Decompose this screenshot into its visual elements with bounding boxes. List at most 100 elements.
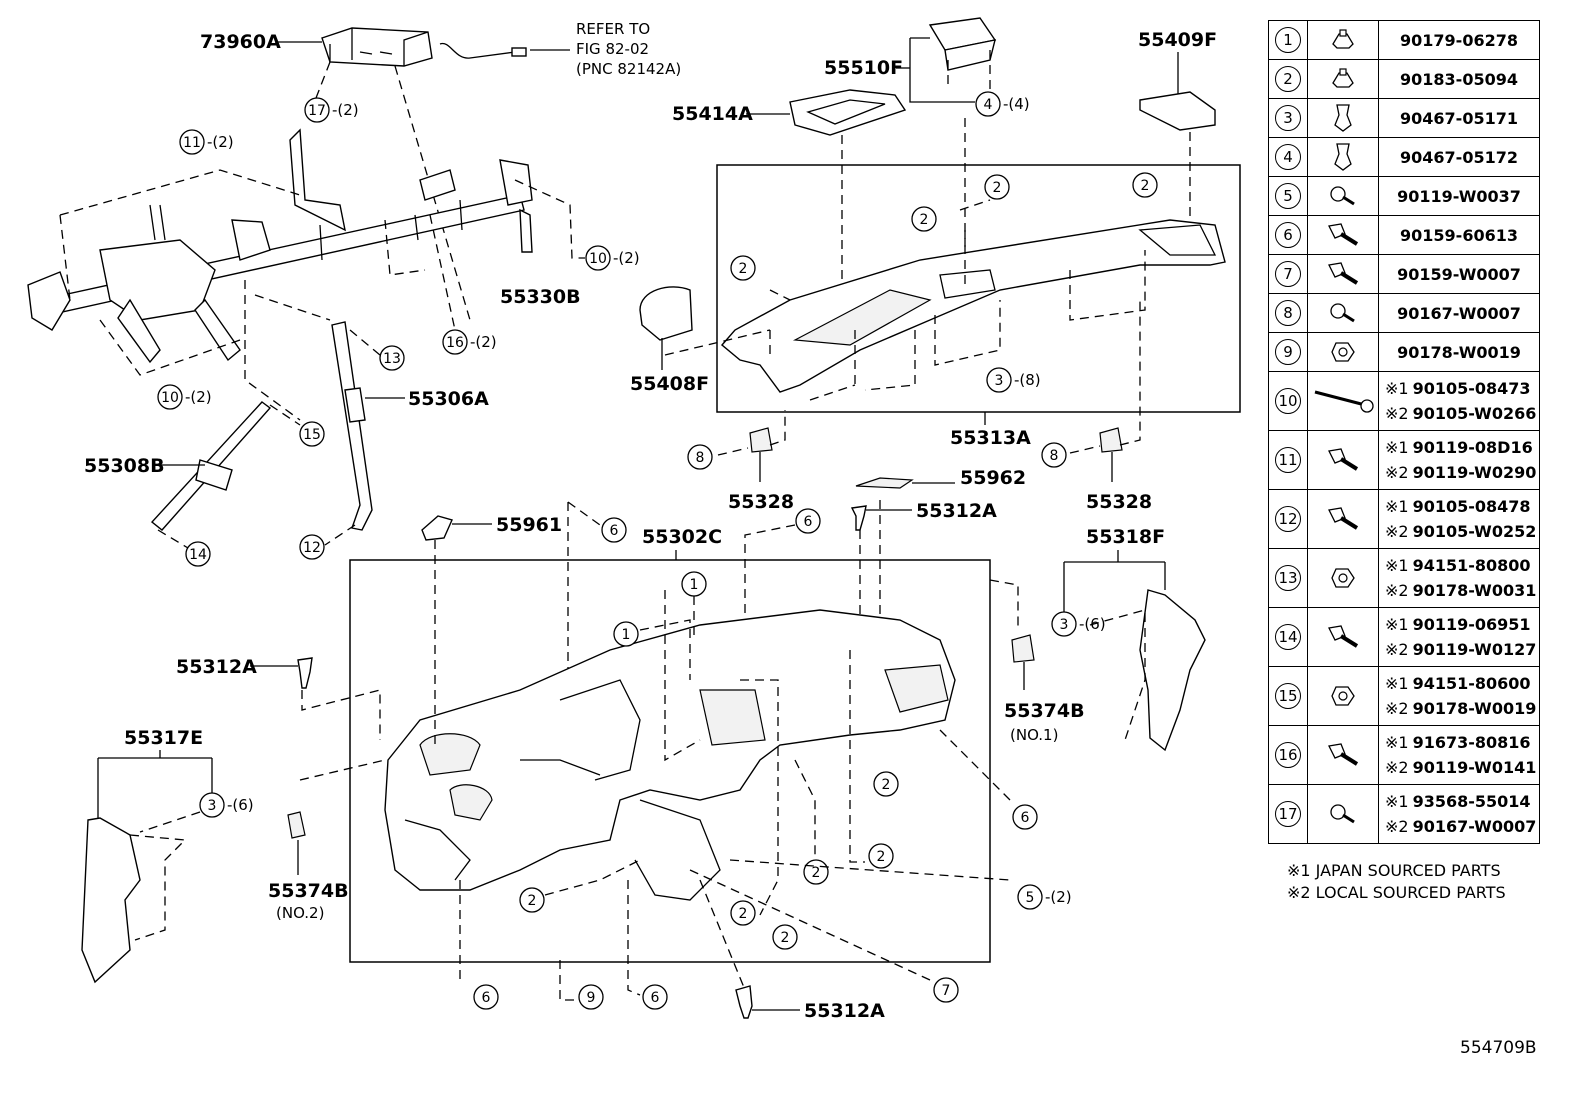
side-cover-55318F xyxy=(1139,589,1206,752)
cover-55961 xyxy=(421,515,453,541)
svg-text:6: 6 xyxy=(482,990,491,1006)
part-number: 90159-W0007 xyxy=(1397,264,1521,284)
cover-55962 xyxy=(855,477,914,489)
legend-callout-number: 1 xyxy=(1269,21,1308,59)
legend-part-numbers: 90119-W0037 xyxy=(1379,177,1539,215)
label-55961: 55961 xyxy=(496,514,562,536)
label-73960A: 73960A xyxy=(200,31,281,53)
screw-icon xyxy=(1308,177,1379,215)
part-number: 90467-05171 xyxy=(1400,108,1518,128)
svg-text:8: 8 xyxy=(696,450,705,466)
legend-callout-number: 6 xyxy=(1269,216,1308,254)
source-mark: ※1 xyxy=(1385,792,1409,811)
part-number: 90178-W0019 xyxy=(1412,699,1537,718)
source-mark: ※2 xyxy=(1385,581,1409,600)
part-number-line: 90183-05094 xyxy=(1400,67,1518,92)
legend-part-numbers: 90159-W0007 xyxy=(1379,255,1539,293)
legend-number: 1 xyxy=(1275,27,1301,53)
source-mark: ※1 xyxy=(1385,615,1409,634)
svg-text:10: 10 xyxy=(589,251,607,267)
label-55306A: 55306A xyxy=(408,388,489,410)
legend-callout-number: 7 xyxy=(1269,255,1308,293)
source-mark: ※1 xyxy=(1385,438,1409,457)
label-55317E: 55317E xyxy=(124,727,203,749)
bolt-icon xyxy=(1308,216,1379,254)
legend-number: 15 xyxy=(1275,683,1301,709)
clip-nut-icon xyxy=(1308,21,1379,59)
svg-text:6: 6 xyxy=(651,990,660,1006)
legend-number: 16 xyxy=(1275,742,1301,768)
svg-text:2: 2 xyxy=(528,893,537,909)
brace-55308B xyxy=(150,401,272,531)
part-number: 90159-60613 xyxy=(1400,225,1518,245)
clip-nut-icon xyxy=(1308,60,1379,98)
svg-text:2: 2 xyxy=(882,777,891,793)
svg-text:2: 2 xyxy=(781,930,790,946)
label-55308B: 55308B xyxy=(84,455,165,477)
callout-3-qty-right: -(6) xyxy=(1079,615,1106,633)
legend-callout-number: 9 xyxy=(1269,333,1308,371)
cover-55510F xyxy=(928,17,997,71)
svg-text:2: 2 xyxy=(739,906,748,922)
legend-callout-number: 16 xyxy=(1269,726,1308,784)
label-55313A: 55313A xyxy=(950,427,1031,449)
part-number-line: 90167-W0007 xyxy=(1397,301,1521,326)
svg-text:14: 14 xyxy=(189,547,207,563)
side-cover-55317E xyxy=(81,817,141,984)
label-55374B-no1: 55374B xyxy=(1004,700,1085,722)
part-number-line: 90467-05171 xyxy=(1400,106,1518,131)
svg-text:2: 2 xyxy=(1141,178,1150,194)
bolt-icon xyxy=(1308,726,1379,784)
push-clip-icon xyxy=(1308,138,1379,176)
svg-text:2: 2 xyxy=(812,865,821,881)
svg-text:6: 6 xyxy=(804,514,813,530)
label-55328-left: 55328 xyxy=(728,491,794,513)
part-number: 94151-80600 xyxy=(1412,674,1531,693)
part-number: 90167-W0007 xyxy=(1397,303,1521,323)
part-number: 90178-W0019 xyxy=(1397,342,1521,362)
callout-10-qty-left: -(2) xyxy=(185,388,212,406)
label-55408F: 55408F xyxy=(630,373,709,395)
part-number: 93568-55014 xyxy=(1412,792,1531,811)
legend-part-numbers: 90179-06278 xyxy=(1379,21,1539,59)
svg-text:15: 15 xyxy=(303,427,321,443)
bolt-icon xyxy=(1308,490,1379,548)
svg-text:1: 1 xyxy=(622,627,631,643)
label-55374B-no1-note: (NO.1) xyxy=(1010,726,1058,744)
source-mark: ※2 xyxy=(1385,463,1409,482)
label-55328-right: 55328 xyxy=(1086,491,1152,513)
svg-text:2: 2 xyxy=(993,180,1002,196)
source-mark: ※1 xyxy=(1385,497,1409,516)
label-55318F: 55318F xyxy=(1086,526,1165,548)
note-local-sourced: ※2 LOCAL SOURCED PARTS xyxy=(1287,883,1506,902)
legend-callout-number: 5 xyxy=(1269,177,1308,215)
callout-4-qty: -(4) xyxy=(1003,95,1030,113)
legend-number: 13 xyxy=(1275,565,1301,591)
legend-part-numbers: 90467-05172 xyxy=(1379,138,1539,176)
part-number-line: 90159-W0007 xyxy=(1397,262,1521,287)
source-mark: ※2 xyxy=(1385,522,1409,541)
part-number: 91673-80816 xyxy=(1412,733,1531,752)
svg-text:17: 17 xyxy=(308,103,326,119)
part-number: 90179-06278 xyxy=(1400,30,1518,50)
callout-5-qty: -(2) xyxy=(1045,888,1072,906)
source-mark: ※1 xyxy=(1385,379,1409,398)
refer-text-line3: (PNC 82142A) xyxy=(576,60,681,78)
part-number: 90119-W0141 xyxy=(1412,758,1537,777)
